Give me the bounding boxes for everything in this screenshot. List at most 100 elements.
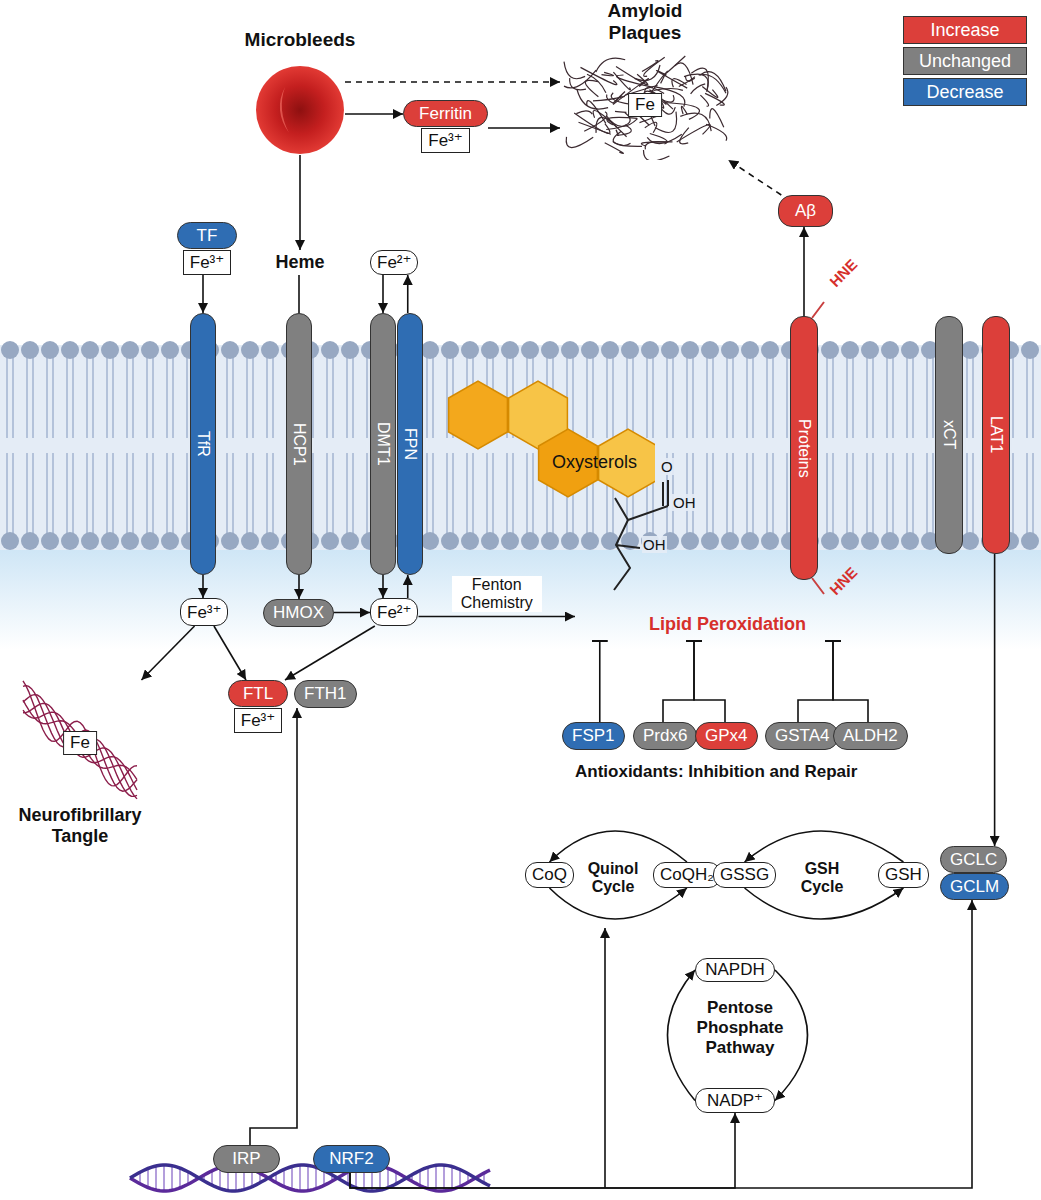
node-pill: GCLC [940,846,1007,873]
connector [407,575,409,598]
node-label: Heme [275,252,324,273]
node-pill: FTH1 [294,680,357,708]
connector [214,626,246,680]
node-white: Fe³⁺ [180,598,228,626]
dna-rung [443,1165,445,1191]
node-vert: HCP1 [286,313,312,575]
node-pill: GPx4 [695,722,758,750]
connector [298,275,300,313]
connector [663,641,694,722]
dna-rung [171,1166,173,1191]
node-pill: GSTA4 [765,722,839,750]
legend-swatch: Increase [903,16,1027,44]
connector [488,127,560,129]
node-white: NAPDH [695,958,775,982]
node-combo: FerritinFe³⁺ [403,100,488,153]
node-label: Lipid Peroxidation [649,614,806,635]
text-label: HNE [826,564,860,598]
connector [798,641,833,722]
legend-text: Unchanged [919,51,1011,72]
node-hex: Oxysterols [440,375,655,510]
node-pill: Prdx6 [633,722,697,750]
node-label: NRF2 [329,1149,373,1169]
connector [418,616,575,618]
node-pill: GCLM [940,873,1009,900]
connector [250,708,297,1145]
node-label: CoQ [532,865,567,885]
protein-name: Proteins [795,419,813,478]
connector [141,626,194,680]
dna-rung [299,1165,301,1191]
node-heading: Amyloid Plaques [585,0,705,44]
iron-box: Fe [63,731,97,755]
node-label: HMOX [273,603,324,623]
iron-box: Fe³⁺ [421,128,469,153]
text-label: GSH Cycle [782,860,862,896]
connector [345,81,560,83]
dna-strand [130,1165,490,1191]
node-label: FSP1 [572,726,615,746]
connector [350,900,972,1188]
node-combo: FTLFe³⁺ [228,680,288,733]
pill-label: FTL [228,680,288,707]
node-white: CoQ [525,862,574,888]
dna-helix [130,1165,490,1191]
node-white: GSSG [713,862,776,888]
node-label: NADP⁺ [707,1090,763,1111]
text-label: OH [672,494,697,511]
dna-rung [435,1165,437,1190]
text-label: Antioxidants: Inhibition and Repair [575,762,857,782]
lipid-bilayer [0,338,1041,553]
connector [599,641,601,722]
connector [285,626,375,680]
node-label: FTH1 [304,684,347,704]
dna-strand [130,1165,490,1191]
connector [803,227,805,316]
node-pill: ALDH2 [833,722,908,750]
connector [549,831,686,862]
dna-rung [451,1167,453,1190]
node-label: GCLC [950,850,997,870]
connector [382,575,384,598]
text-label: Quinol Cycle [574,860,652,896]
text-label: HNE [826,256,860,290]
iron-box: Fe [628,93,662,117]
node-label: Oxysterols [552,452,637,473]
dna-rung [315,1167,317,1188]
pill-label: Ferritin [403,100,488,127]
node-label: Aβ [795,201,816,221]
connector [407,275,409,313]
node-combo: TFFe³⁺ [177,222,237,275]
node-label: ALDH2 [843,726,898,746]
connector [694,641,725,722]
connector [299,155,301,250]
legend-swatch: Decrease [903,78,1027,106]
dna-rung [387,1168,389,1187]
node-label: NAPDH [705,960,765,980]
protein-name: xCT [940,420,958,449]
node-circ: Microbleeds [255,65,345,155]
connector [202,275,204,313]
iron-box: Fe³⁺ [234,708,282,733]
iron-box: Fe³⁺ [183,250,231,275]
legend-text: Decrease [926,82,1003,103]
node-label: GSH [885,865,922,885]
node-white: Fe²⁺ [370,250,418,275]
node-vert: xCT [935,316,963,554]
connector [833,641,868,722]
node-label: CoQH₂ [660,865,714,885]
node-label: IRP [232,1149,260,1169]
connector [668,970,696,1101]
node-label: GCLM [950,877,999,897]
node-label: Fe²⁺ [377,252,411,273]
node-label: GPx4 [705,726,748,746]
node-label: Prdx6 [643,726,687,746]
node-white: GSH [878,862,929,888]
protein-name: FPN [401,428,419,460]
node-label: GSSG [720,865,769,885]
node-plain: Heme [268,250,332,275]
connector [202,575,204,598]
dna-rung [147,1169,149,1188]
sterol-chain [614,480,668,590]
